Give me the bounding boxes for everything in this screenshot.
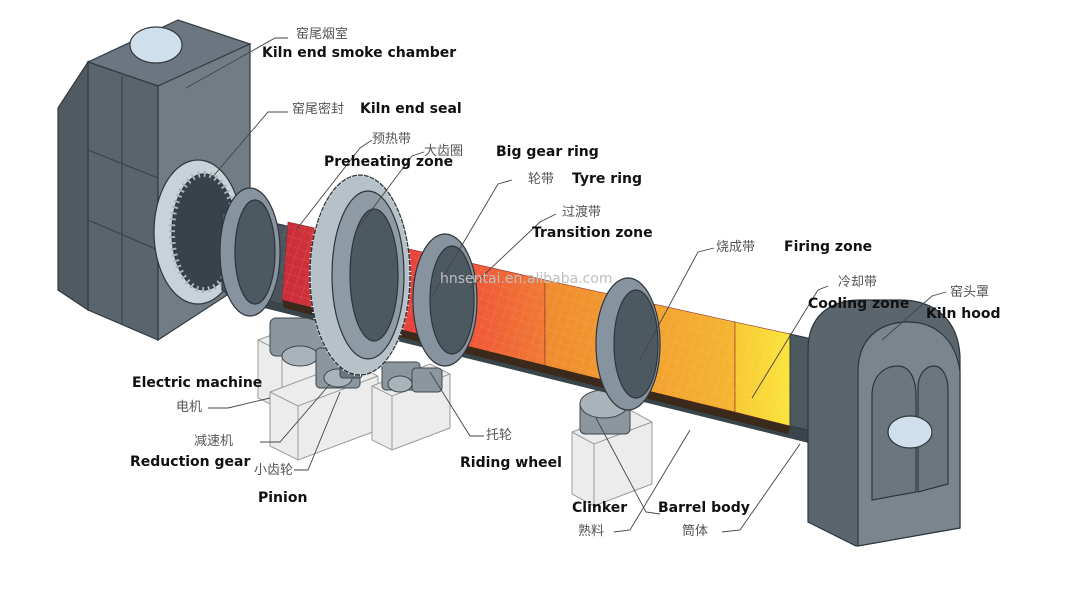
cooling-cn: 冷却带 [838, 275, 878, 290]
big-gear-en: Big gear ring [496, 144, 599, 160]
electric-cn: 电机 [176, 400, 203, 415]
preheating-en: Preheating zone [324, 154, 454, 170]
chamber-vent [129, 26, 183, 64]
big-gear-cn: 大齿圈 [424, 144, 464, 159]
riding-wheel-1b [411, 367, 443, 393]
watermark: hnsentai.en.alibaba.com [440, 271, 613, 287]
barrel-en: Barrel body [658, 500, 750, 516]
tyre-en: Tyre ring [572, 171, 642, 187]
riding-cn: 托轮 [486, 428, 513, 443]
material-bed [282, 300, 790, 434]
pinion-cn: 小齿轮 [254, 463, 294, 478]
pinion-en: Pinion [258, 490, 308, 506]
riding-en: Riding wheel [460, 455, 562, 471]
smoke-chamber-cn: 窑尾烟室 [296, 27, 349, 42]
leader-lines [185, 37, 947, 533]
kiln-hood-en: Kiln hood [926, 306, 1001, 322]
tyre-cn: 轮带 [528, 172, 555, 187]
kiln-hood [807, 299, 961, 547]
reduction-en: Reduction gear [130, 454, 251, 470]
firing-en: Firing zone [784, 239, 873, 255]
clinker-en: Clinker [572, 500, 628, 516]
clinker-cn: 熟料 [578, 524, 605, 539]
transition-cn: 过渡带 [562, 205, 602, 220]
reduction-cn: 减速机 [194, 434, 234, 449]
tyre-rings [219, 187, 661, 411]
preheating-cn: 预热带 [372, 132, 412, 147]
barrel-cn: 筒体 [682, 524, 709, 539]
end-seal-en: Kiln end seal [360, 101, 462, 117]
hood-window [887, 415, 933, 449]
cooling-en: Cooling zone [808, 296, 910, 312]
firing-cn: 烧成带 [716, 240, 756, 255]
smoke-chamber-en: Kiln end smoke chamber [262, 45, 457, 61]
electric-en: Electric machine [132, 375, 263, 391]
drive-assembly [269, 317, 631, 435]
transition-en: Transition zone [532, 225, 653, 241]
end-seal-cn: 窑尾密封 [292, 102, 345, 117]
big-gear-ring [308, 173, 412, 377]
kiln-hood-cn: 窑头罩 [950, 285, 990, 300]
